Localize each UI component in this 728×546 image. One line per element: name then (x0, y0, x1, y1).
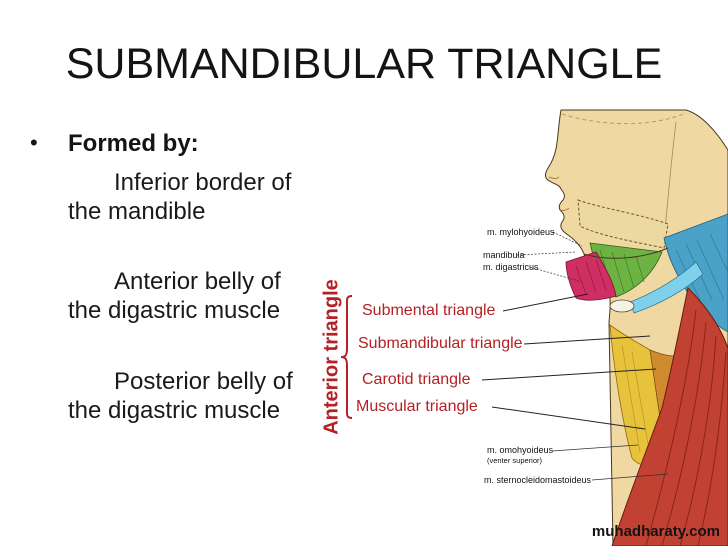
label-mylohyoideus: m. mylohyoideus (487, 227, 555, 237)
label-digastricus: m. digastricus (483, 262, 539, 272)
label-muscular-triangle: Muscular triangle (356, 398, 478, 415)
vertical-label-text: Anterior triangle (320, 279, 343, 435)
label-submental-triangle: Submental triangle (362, 302, 496, 319)
label-submandibular-triangle: Submandibular triangle (358, 335, 523, 352)
body-item-anterior-belly: Anterior belly of the digastric muscle (68, 267, 368, 325)
label-carotid-triangle: Carotid triangle (362, 371, 471, 388)
item-line: Anterior belly of (114, 268, 281, 295)
watermark: muhadharaty.com (591, 523, 720, 540)
label-mandibula: mandibula (483, 250, 525, 260)
item-line: Inferior border of (114, 169, 292, 196)
label-omohyoideus-detail: (venter superior) (487, 456, 543, 465)
body-item-posterior-belly: Posterior belly of the digastric muscle (68, 367, 368, 425)
formed-by-heading: Formed by: (68, 130, 199, 157)
label-sternocleidomastoideus: m. sternocleidomastoideus (484, 475, 592, 485)
item-line: the mandible (68, 198, 206, 225)
anterior-triangle-vertical-label: Anterior triangle (320, 266, 344, 448)
item-line: the digastric muscle (68, 397, 281, 424)
item-line: the digastric muscle (68, 297, 281, 324)
bullet-marker: • (30, 130, 38, 155)
formed-by-line: • Formed by: (30, 130, 199, 158)
body-item-inferior-border: Inferior border of the mandible (68, 168, 368, 226)
item-line: Posterior belly of (114, 368, 293, 395)
label-omohyoideus: m. omohyoideus (487, 445, 554, 455)
slide-title: SUBMANDIBULAR TRIANGLE (65, 40, 663, 88)
